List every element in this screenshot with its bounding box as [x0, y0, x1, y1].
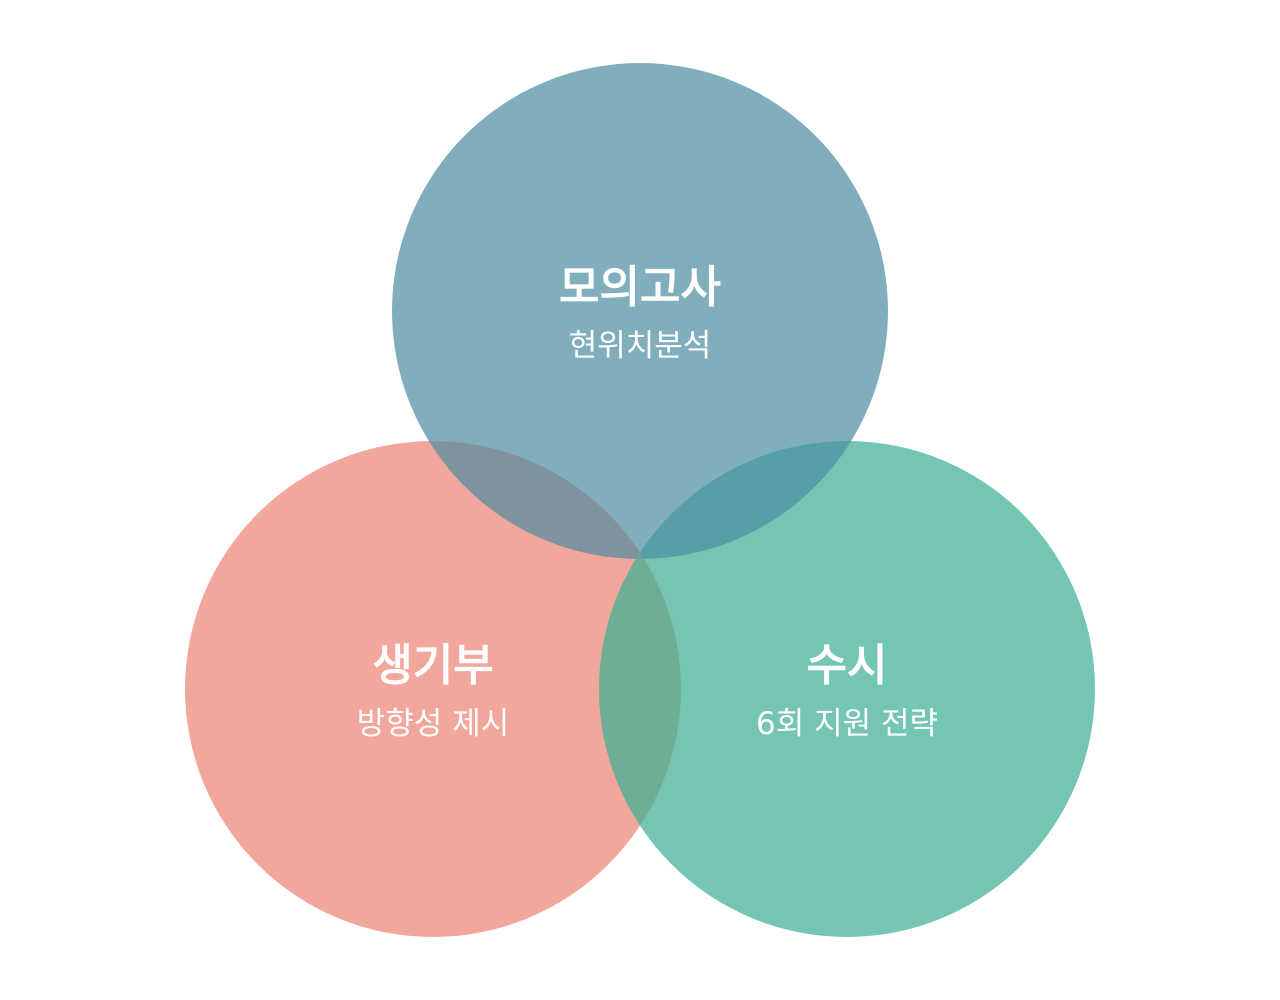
circle-mock-exam	[392, 63, 888, 559]
mock-exam-title: 모의고사	[559, 262, 721, 313]
susi-title: 수시	[807, 640, 888, 691]
circle-student-record	[185, 441, 681, 937]
record-title: 생기부	[372, 640, 493, 691]
record-subtitle: 방향성 제시	[357, 706, 509, 742]
circle-susi	[599, 441, 1095, 937]
susi-subtitle: 6회 지원 전략	[756, 706, 938, 742]
mock-exam-subtitle: 현위치분석	[569, 328, 712, 364]
